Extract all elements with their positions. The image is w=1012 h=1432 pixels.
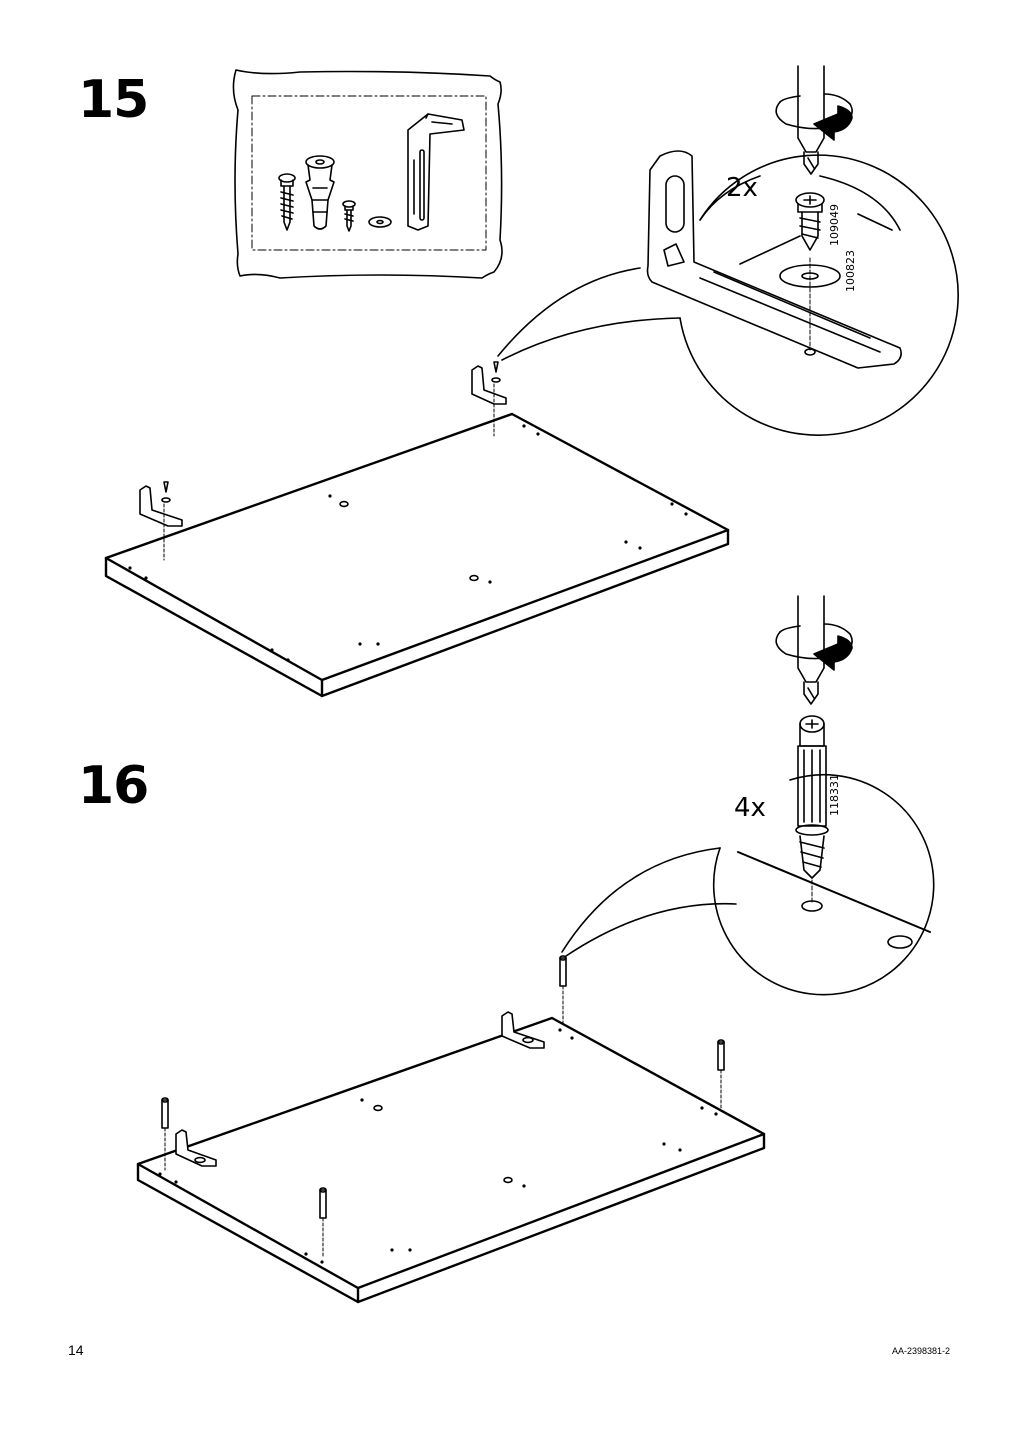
step-15-number: 15	[78, 70, 149, 130]
cam-dowel-small-icon	[717, 1039, 725, 1109]
bag-bracket-icon	[407, 113, 465, 231]
bracket-small-icon	[471, 361, 507, 437]
panel-board	[136, 1016, 766, 1304]
callout-leader-line	[497, 267, 641, 357]
callout-leader-line	[561, 847, 721, 953]
cam-dowel-small-icon	[559, 955, 567, 1025]
callout-circle	[712, 773, 935, 996]
callout-leader-line	[501, 317, 681, 361]
page-number: 14	[68, 1342, 84, 1358]
bag-screw-short-icon	[342, 200, 356, 232]
part-number-label: 109049	[828, 204, 841, 246]
bag-washer-icon	[368, 216, 392, 228]
screw-icon	[795, 192, 825, 251]
part-number-label: 118331	[828, 774, 841, 816]
cam-dowel-icon	[795, 715, 829, 879]
rotate-arrow-icon	[813, 635, 853, 671]
document-code: AA-2398381-2	[891, 1346, 950, 1356]
step-15-quantity: 2x	[726, 173, 758, 203]
rotate-arrow-icon	[813, 105, 853, 141]
bracket-small-icon	[139, 481, 183, 561]
callout-leader-line	[565, 902, 737, 957]
callout-circle	[679, 154, 959, 436]
bracket-small-icon	[175, 1129, 217, 1167]
step-16-number: 16	[78, 756, 149, 816]
hardware-bag	[232, 69, 503, 279]
panel-board	[104, 412, 730, 698]
cam-dowel-small-icon	[319, 1187, 327, 1259]
step-16-quantity: 4x	[734, 793, 766, 823]
bag-screw-long-icon	[278, 173, 296, 231]
cam-dowel-small-icon	[161, 1097, 169, 1171]
bracket-icon	[646, 150, 902, 369]
part-number-label: 100823	[844, 250, 857, 292]
bracket-small-icon	[501, 1011, 545, 1049]
bag-plug-icon	[305, 155, 335, 230]
